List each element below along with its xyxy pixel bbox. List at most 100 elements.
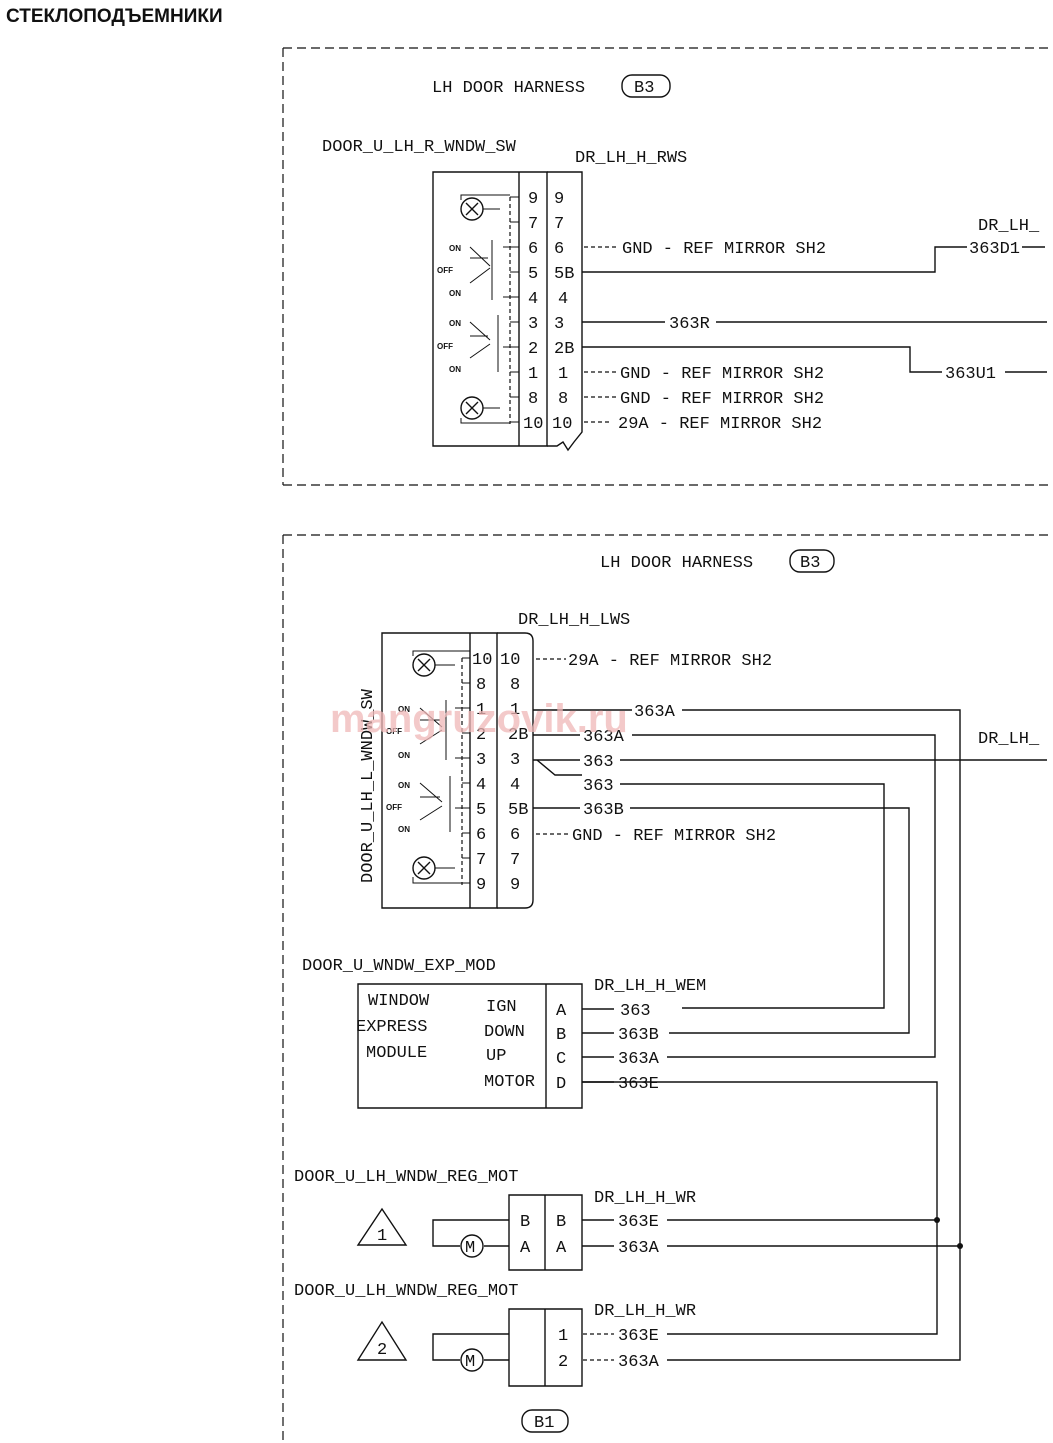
bottom-switch-pin: 6 [476, 826, 486, 845]
bottom-connector-name: DR_LH_H_LWS [518, 611, 630, 630]
motor1-leads [432, 1219, 509, 1247]
bottom-connector-pin: 6 [510, 826, 520, 845]
bottom-connector-pin: 5B [508, 801, 528, 820]
motor2-pin: 1 [558, 1327, 568, 1346]
top-circuit-363r: 363R [669, 315, 710, 334]
module-circuit: 363E [618, 1075, 659, 1094]
top-switch-pin: 10 [523, 415, 543, 434]
bottom-badge: B1 [534, 1414, 554, 1433]
bottom-connector-pin: 2B [508, 726, 528, 745]
module-circuit: 363B [618, 1026, 659, 1045]
module-function-label: DOWN [484, 1023, 525, 1042]
top-switch-label-on-3: ON [449, 319, 461, 328]
bottom-circuit-29a: 29A - REF MIRROR SH2 [568, 652, 772, 671]
top-switch-label-off-1: OFF [437, 266, 453, 275]
top-connector-pin: 1 [558, 365, 568, 384]
top-circuit-gnd-6: GND - REF MIRROR SH2 [622, 240, 826, 259]
bottom-circuit-363-1: 363 [583, 753, 614, 772]
bottom-connector-pin: 4 [510, 776, 520, 795]
bottom-switch-label-off-2: OFF [386, 803, 402, 812]
top-connector-pin: 7 [554, 215, 564, 234]
bottom-circuit-363-2: 363 [583, 777, 614, 796]
motor2-symbol: M [465, 1353, 475, 1372]
watermark: mangruzovik.ru [330, 697, 628, 741]
module-pin: A [556, 1002, 567, 1021]
junction-dot-2 [957, 1243, 963, 1249]
bottom-connector-pin: 10 [500, 651, 520, 670]
module-pin: B [556, 1026, 566, 1045]
top-circuit-363d1: 363D1 [969, 240, 1020, 259]
motor1-component-name: DOOR_U_LH_WNDW_REG_MOT [294, 1168, 518, 1187]
top-connector-pin: 5B [554, 265, 574, 284]
bottom-circuit-363a-2: 363A [583, 728, 625, 747]
module-component-name: DOOR_U_WNDW_EXP_MOD [302, 957, 496, 976]
top-connector-pin: 10 [552, 415, 572, 434]
top-panel: LH DOOR HARNESS B3 DOOR_U_LH_R_WNDW_SW D… [282, 47, 1050, 486]
motor2-circuit: 363E [618, 1327, 659, 1346]
motor1-circuit: 363E [618, 1213, 659, 1232]
top-connector-pin: 6 [554, 240, 564, 259]
bottom-switch-pin: 2 [476, 726, 486, 745]
module-function-label: UP [486, 1047, 506, 1066]
bottom-switch-internal-wiring [419, 657, 470, 885]
top-connector-pin: 3 [554, 315, 564, 334]
top-switch-pin: 7 [528, 215, 538, 234]
motor2-circuit: 363A [618, 1353, 660, 1372]
motor1-connector-body [508, 1194, 583, 1271]
motor1-symbol: M [465, 1239, 475, 1258]
top-connector-name: DR_LH_H_RWS [575, 149, 687, 168]
bottom-switch-pin: 3 [476, 751, 486, 770]
bottom-switch-pin: 10 [472, 651, 492, 670]
motor2-note: 2 [377, 1341, 387, 1360]
motor2-leads [432, 1333, 509, 1361]
bottom-offpage-label: DR_LH_ [978, 730, 1040, 749]
top-circuit-363u1: 363U1 [945, 365, 996, 384]
window-express-module: DOOR_U_WNDW_EXP_MOD DR_LH_H_WEM WINDOW E… [302, 957, 706, 1109]
top-connector-body [547, 171, 583, 452]
bottom-circuit-363b: 363B [583, 801, 624, 820]
bottom-switch-pin: 8 [476, 676, 486, 695]
top-switch-label-on-1: ON [449, 244, 461, 253]
bottom-circuit-gnd: GND - REF MIRROR SH2 [572, 827, 776, 846]
bottom-connector-pin: 1 [510, 701, 520, 720]
motor1-connector-name: DR_LH_H_WR [594, 1189, 696, 1208]
bottom-switch-pin: 1 [476, 701, 486, 720]
module-circuit: 363A [618, 1050, 660, 1069]
module-title-line: EXPRESS [356, 1018, 427, 1037]
top-connector-pin: 8 [558, 390, 568, 409]
page-title: СТЕКЛОПОДЪЕМНИКИ [6, 6, 223, 27]
top-panel-border [282, 47, 1050, 486]
bottom-harness-label: LH DOOR HARNESS [600, 554, 753, 573]
bottom-connector-body [497, 632, 534, 909]
note-triangle-icon [356, 1320, 408, 1361]
motor-icon [460, 1348, 484, 1372]
bottom-wires [533, 658, 1047, 1361]
top-offpage-label: DR_LH_ [978, 217, 1040, 236]
top-switch-label-off-2: OFF [437, 342, 453, 351]
top-connector-pin: 4 [558, 290, 568, 309]
bottom-switch-label-on-3: ON [398, 781, 410, 790]
top-circuit-29a: 29A - REF MIRROR SH2 [618, 415, 822, 434]
top-switch-name: DOOR_U_LH_R_WNDW_SW [322, 138, 517, 157]
module-function-label: MOTOR [484, 1073, 535, 1092]
module-pin: C [556, 1050, 566, 1069]
bottom-connector-pin: 9 [510, 876, 520, 895]
top-switch-pin: 4 [528, 290, 538, 309]
bottom-switch-pin: 7 [476, 851, 486, 870]
top-switch-label-on-4: ON [449, 365, 461, 374]
bottom-connector-pin: 8 [510, 676, 520, 695]
bottom-switch-name: DOOR_U_LH_L_WNDW_SW [359, 688, 378, 883]
top-circuit-gnd-1: GND - REF MIRROR SH2 [620, 365, 824, 384]
top-harness-badge: B3 [634, 79, 654, 98]
module-title-line: WINDOW [368, 992, 430, 1011]
motor1-circuit: 363A [618, 1239, 660, 1258]
motor1-pin-right: B [556, 1213, 566, 1232]
module-title-line: MODULE [366, 1044, 427, 1063]
motor1-pin-right: A [556, 1239, 567, 1258]
bottom-switch-pin: 9 [476, 876, 486, 895]
module-body [357, 983, 583, 1109]
bottom-harness-badge: B3 [800, 554, 820, 573]
top-lamp-icon-upper [460, 194, 510, 221]
top-connector-pin: 9 [554, 190, 564, 209]
module-circuit: 363 [620, 1002, 651, 1021]
